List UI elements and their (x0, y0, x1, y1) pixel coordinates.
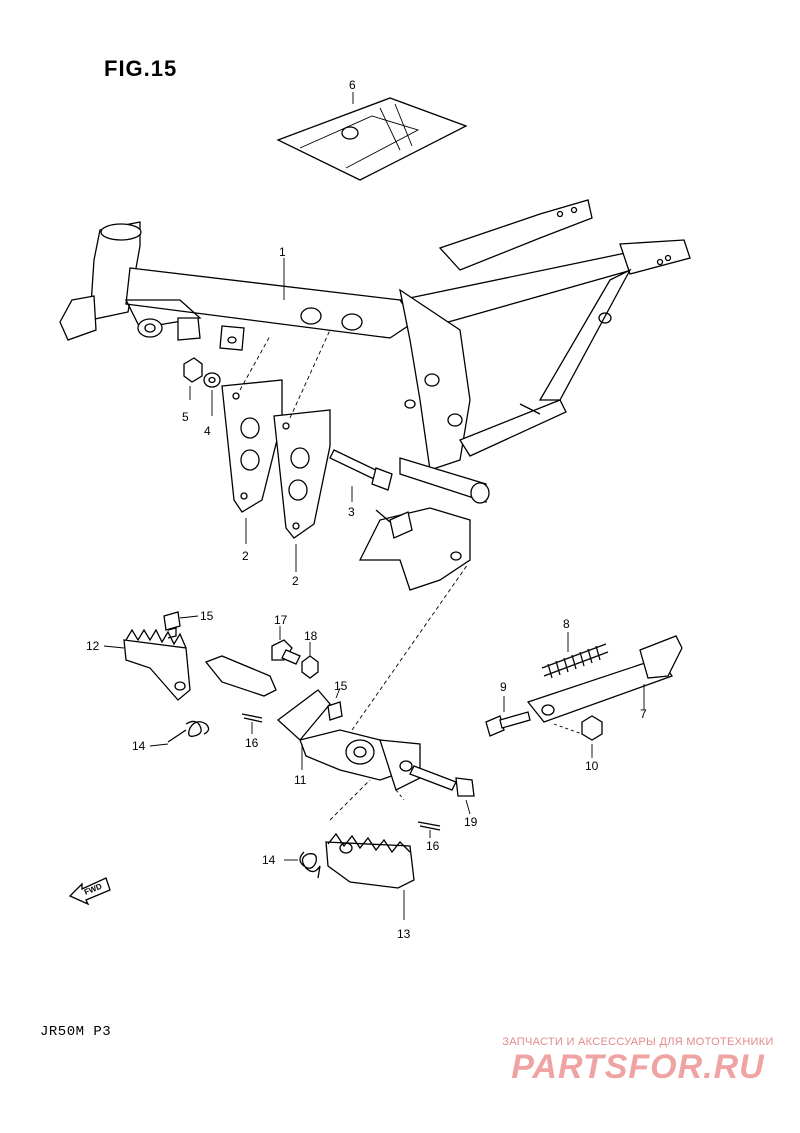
part-14-spring-lower (284, 851, 321, 879)
callout-12: 12 (86, 639, 100, 653)
callout-16-lower: 16 (426, 839, 440, 853)
part-16-cotter-upper (241, 713, 263, 734)
part-3-bolt (329, 449, 393, 502)
part-12-footpeg (103, 628, 277, 701)
leader-bolt-19 (395, 789, 405, 801)
callout-8: 8 (563, 617, 570, 631)
part-17-bolt (271, 626, 301, 665)
figure-title: FIG.15 (104, 56, 178, 81)
part-14-spring-upper (149, 720, 210, 747)
callout-14-upper: 14 (132, 739, 146, 753)
leader-bracket-to-frame (351, 563, 469, 731)
part-15-pin-upper (163, 611, 199, 639)
callout-17: 17 (274, 613, 288, 627)
leader-plate-b (289, 329, 331, 419)
part-6-bag (276, 97, 468, 181)
callout-19: 19 (464, 815, 478, 829)
part-10-nut (553, 715, 603, 758)
leader-plate-a (239, 335, 271, 391)
callout-13: 13 (397, 927, 411, 941)
part-13-footpeg (325, 832, 415, 920)
fwd-arrow-icon: FWD (68, 877, 111, 906)
part-2-plate-right (273, 409, 331, 572)
callout-11: 11 (294, 773, 307, 787)
callout-4: 4 (204, 424, 211, 438)
part-7-side-stand (526, 635, 683, 723)
part-9-bolt (485, 696, 531, 737)
callout-2-right: 2 (292, 574, 299, 588)
callout-1: 1 (279, 245, 286, 259)
watermark-subtitle: ЗАПЧАСТИ И АКСЕССУАРЫ ДЛЯ МОТОТЕХНИКИ (502, 1036, 774, 1048)
callout-14-lower: 14 (262, 853, 276, 867)
callout-2-left: 2 (242, 549, 249, 563)
part-4-washer (203, 372, 221, 416)
watermark-brand: PARTSFOR.RU (511, 1048, 765, 1086)
model-code: JR50M P3 (40, 1024, 112, 1040)
callout-16-upper: 16 (245, 736, 259, 750)
callout-3: 3 (348, 505, 355, 519)
leader-peg-to-bracket (329, 779, 371, 821)
callout-15-upper: 15 (200, 609, 214, 623)
part-1-frame (59, 199, 691, 591)
part-18-nut (301, 642, 319, 679)
part-8-spring (541, 632, 609, 679)
part-15-pin-lower (327, 687, 343, 721)
callout-15-lower: 15 (334, 679, 348, 693)
part-19-bolt (409, 765, 475, 815)
part-16-cotter-lower (417, 821, 441, 838)
part-2-plate-left (221, 379, 283, 544)
watermark: ЗАПЧАСТИ И АКСЕССУАРЫ ДЛЯ МОТОТЕХНИКИ PA… (488, 1036, 788, 1086)
callout-10: 10 (585, 759, 599, 773)
part-5-nut (183, 357, 203, 400)
callout-5: 5 (182, 410, 189, 424)
callout-9: 9 (500, 680, 507, 694)
callout-6: 6 (349, 78, 356, 92)
callout-7: 7 (640, 707, 647, 721)
callout-18: 18 (304, 629, 318, 643)
